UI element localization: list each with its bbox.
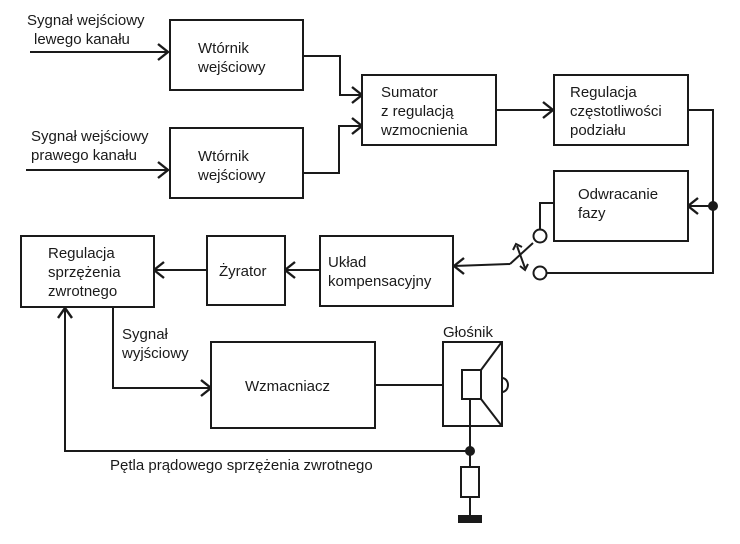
sense-resistor — [460, 466, 480, 498]
block-compensation: Układ kompensacyjny — [319, 235, 454, 307]
block-crossover-line1: Regulacja — [570, 84, 637, 101]
wire-output-signal — [112, 307, 211, 389]
block-compensation-line1: Układ — [328, 254, 366, 271]
block-crossover-line3: podziału — [570, 122, 626, 139]
speaker-sound-arc — [501, 377, 509, 393]
label-input-right-line1: Sygnał wejściowy — [31, 128, 149, 145]
block-buffer-right-line2: wejściowy — [197, 167, 266, 184]
speaker-cone-top — [480, 342, 502, 371]
label-feedback-loop: Pętla prądowego sprzężenia zwrotnego — [110, 457, 373, 474]
block-crossover-line2: częstotliwości — [570, 103, 662, 120]
arrowhead-input-right — [157, 161, 170, 179]
block-crossover: Regulacja częstotliwości podziału — [553, 74, 689, 146]
switch-lever[interactable] — [509, 242, 534, 265]
block-gyrator: Żyrator — [206, 235, 286, 306]
block-summer: Sumator z regulacją wzmocnienia — [361, 74, 497, 146]
wire-switch-to-compensation — [453, 263, 511, 267]
junction-dot-lower — [465, 446, 475, 456]
label-output-signal-line2: wyjściowy — [121, 345, 189, 362]
block-phase-inverter-line1: Odwracanie — [578, 186, 658, 203]
wire-buffer-left-to-summer — [303, 55, 362, 96]
switch-motion-arrowhead-down — [519, 263, 529, 272]
arrowhead-input-left — [157, 43, 170, 61]
speaker-cone-bottom — [480, 398, 502, 426]
wire-crossover-out — [546, 109, 714, 274]
ground-symbol — [458, 515, 482, 523]
block-amplifier-line1: Wzmacniacz — [245, 378, 330, 395]
block-amplifier: Wzmacniacz — [210, 341, 376, 429]
block-phase-inverter-line2: fazy — [578, 205, 606, 222]
wire-phase-inverter-out — [539, 202, 554, 229]
block-buffer-right-line1: Wtórnik — [198, 148, 249, 165]
block-compensation-line2: kompensacyjny — [328, 273, 432, 290]
switch-motion-arrowhead-up — [512, 242, 523, 251]
block-summer-line1: Sumator — [381, 84, 438, 101]
block-feedback-control-line3: zwrotnego — [48, 283, 117, 300]
label-input-left-line2: lewego kanału — [34, 31, 130, 48]
block-phase-inverter: Odwracanie fazy — [553, 170, 689, 242]
speaker-voice-coil — [461, 369, 482, 400]
label-input-right-line2: prawego kanału — [31, 147, 137, 164]
block-buffer-left-line2: wejściowy — [197, 59, 266, 76]
wire-feedback-loop — [64, 307, 470, 452]
block-summer-line3: wzmocnienia — [380, 122, 468, 139]
block-summer-line2: z regulacją — [381, 103, 454, 120]
block-buffer-right: Wtórnik wejściowy — [169, 127, 304, 199]
wire-buffer-right-to-summer — [303, 125, 362, 174]
block-feedback-control-line2: sprzężenia — [48, 264, 121, 281]
junction-dot-upper — [708, 201, 718, 211]
block-feedback-control-line1: Regulacja — [48, 245, 115, 262]
block-feedback-control: Regulacja sprzężenia zwrotnego — [20, 235, 155, 308]
label-speaker: Głośnik — [443, 324, 494, 341]
block-buffer-left-line1: Wtórnik — [198, 40, 249, 57]
switch-motion-arrow — [516, 245, 526, 269]
switch-terminal-inverted[interactable] — [532, 228, 548, 244]
block-gyrator-line1: Żyrator — [219, 262, 267, 280]
switch-terminal-direct[interactable] — [532, 265, 548, 281]
label-output-signal-line1: Sygnał — [122, 326, 169, 343]
block-buffer-left: Wtórnik wejściowy — [169, 19, 304, 91]
label-input-left-line1: Sygnał wejściowy — [27, 12, 145, 29]
